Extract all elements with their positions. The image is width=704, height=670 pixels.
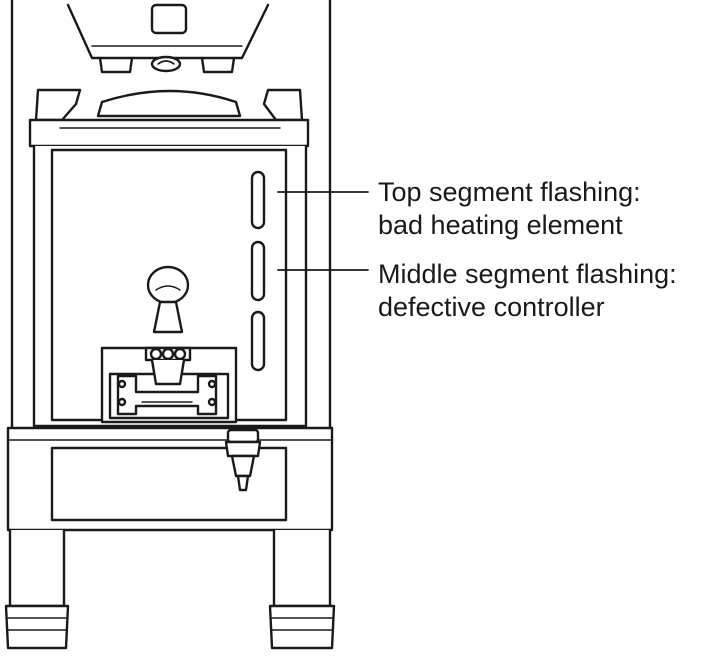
indicator-segment-middle	[250, 240, 266, 302]
cabinet-frame	[10, 0, 332, 430]
callout-top-line2: bad heating element	[378, 210, 623, 240]
indicator-segment-bottom	[250, 310, 266, 372]
faucet-handle-assembly	[100, 265, 238, 424]
brew-funnel	[66, 3, 270, 74]
callout-top-segment: Top segment flashing: bad heating elemen…	[378, 176, 641, 242]
base-cabinet	[6, 426, 334, 532]
callout-top-line1: Top segment flashing:	[378, 177, 641, 207]
callout-leaders	[277, 191, 369, 271]
callout-middle-line1: Middle segment flashing:	[378, 259, 677, 289]
legs	[4, 528, 336, 650]
server-lid	[28, 88, 310, 148]
indicator-display	[250, 170, 266, 372]
dispense-faucet	[224, 428, 262, 492]
callout-middle-line2: defective controller	[378, 292, 605, 322]
indicator-segment-top	[250, 170, 266, 230]
callout-middle-segment: Middle segment flashing: defective contr…	[378, 258, 677, 324]
